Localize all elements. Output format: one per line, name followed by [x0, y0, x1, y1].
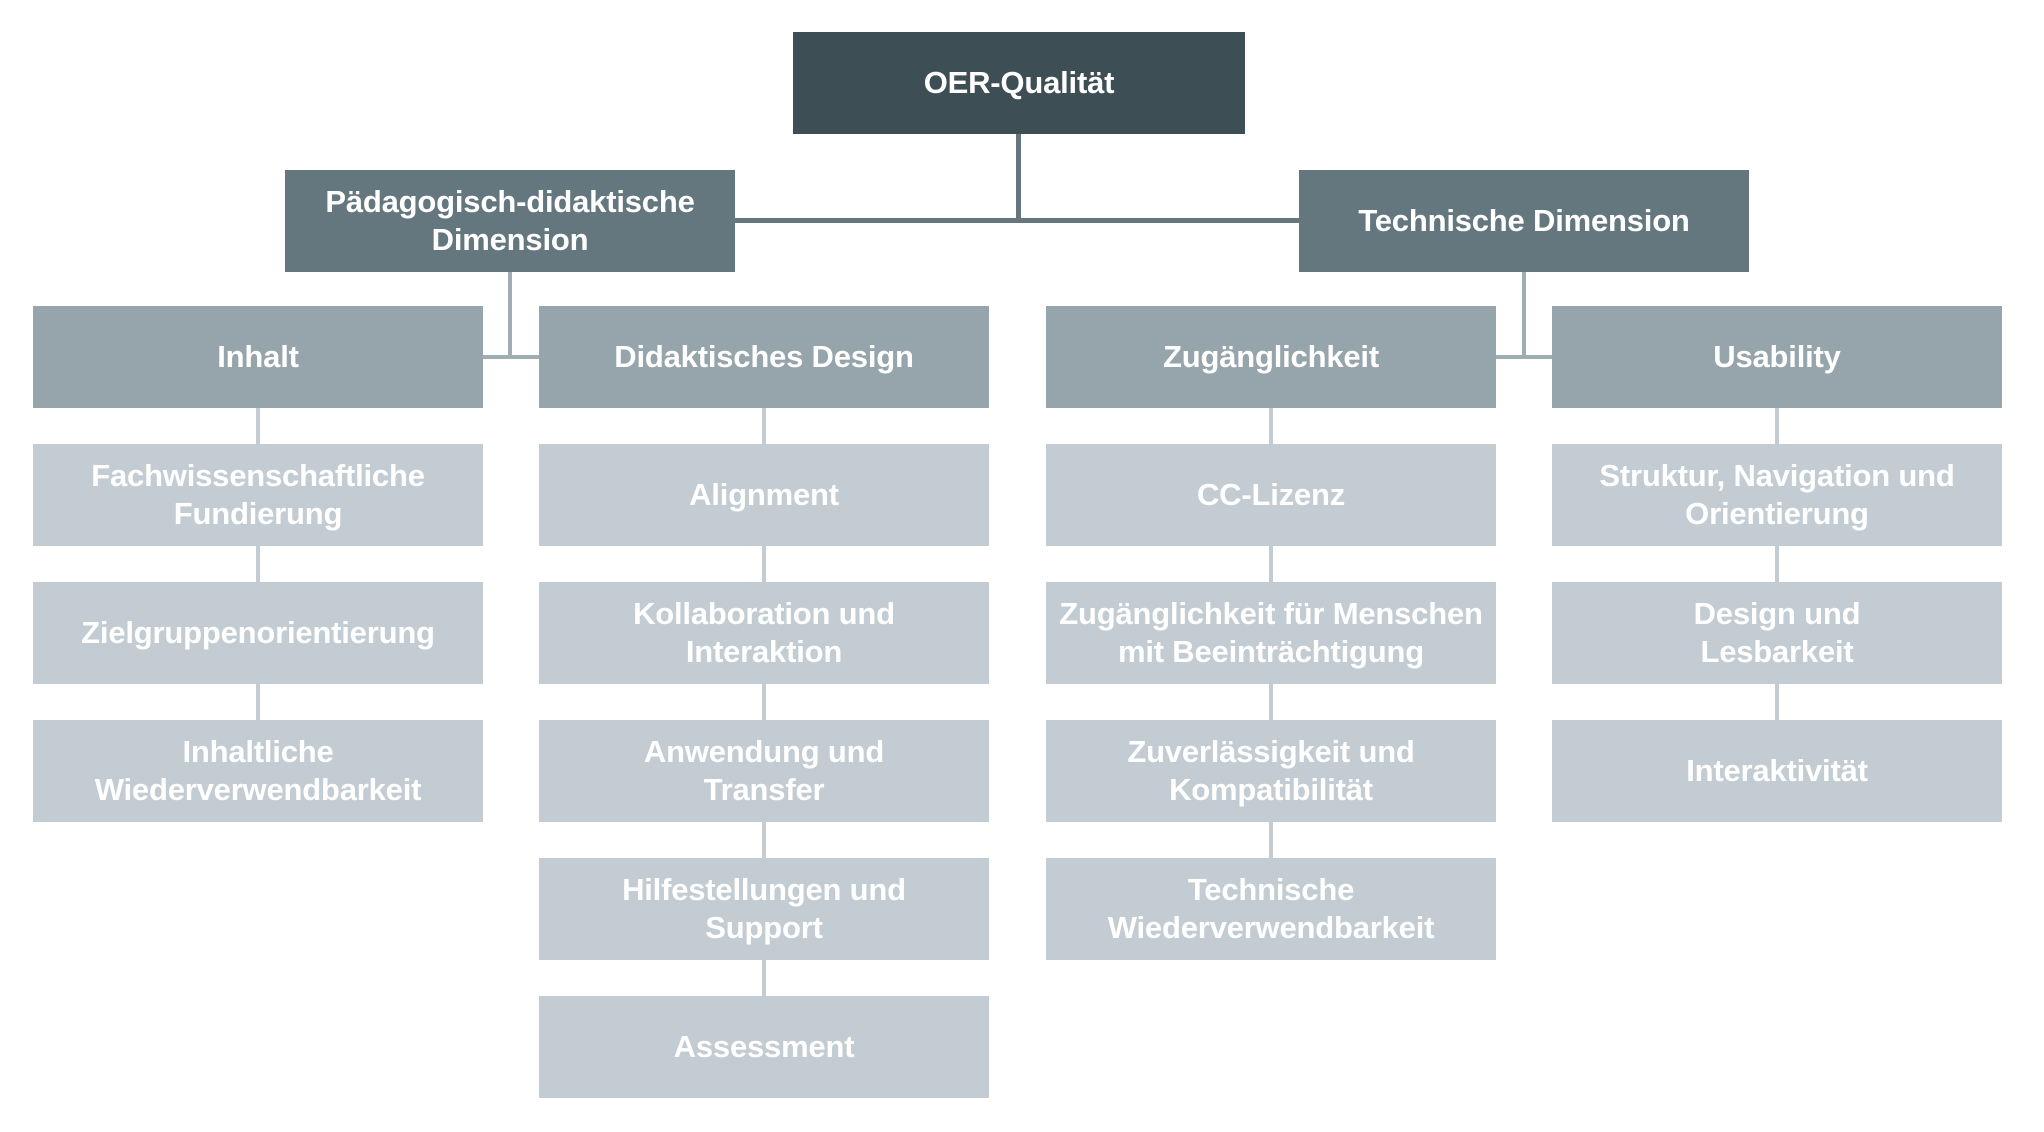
connector-dimension1-stub	[483, 355, 539, 359]
connector-dimension2-vertical	[1522, 272, 1526, 359]
box-inhalt: Inhalt	[33, 306, 483, 408]
box-anwendung-und-transfer: Anwendung und Transfer	[539, 720, 989, 822]
connector-col1-gap3	[256, 684, 260, 720]
box-didaktisches-design: Didaktisches Design	[539, 306, 989, 408]
connector-col2-gap4	[762, 822, 766, 858]
connector-col2-gap1	[762, 408, 766, 444]
connector-col4-gap1	[1775, 408, 1779, 444]
box-technische-dimension: Technische Dimension	[1299, 170, 1749, 272]
box-kollaboration-und-interaktion: Kollaboration und Interaktion	[539, 582, 989, 684]
box-zugaenglichkeit: Zugänglichkeit	[1046, 306, 1496, 408]
box-oer-qualitaet: OER-Qualität	[793, 32, 1245, 134]
connector-dimension1-vertical	[508, 272, 512, 359]
connector-col3-gap2	[1269, 546, 1273, 582]
box-cc-lizenz: CC-Lizenz	[1046, 444, 1496, 546]
box-interaktivitaet: Interaktivität	[1552, 720, 2002, 822]
connector-col4-gap3	[1775, 684, 1779, 720]
connector-col2-gap3	[762, 684, 766, 720]
box-assessment: Assessment	[539, 996, 989, 1098]
connector-root-vertical	[1016, 134, 1021, 223]
box-struktur-navigation-orientierung: Struktur, Navigation und Orientierung	[1552, 444, 2002, 546]
connector-col3-gap1	[1269, 408, 1273, 444]
box-alignment: Alignment	[539, 444, 989, 546]
box-fachwissenschaftliche-fundierung: Fachwissenschaftliche Fundierung	[33, 444, 483, 546]
box-zielgruppenorientierung: Zielgruppenorientierung	[33, 582, 483, 684]
box-paedagogisch-didaktische-dimension: Pädagogisch-didaktische Dimension	[285, 170, 735, 272]
box-technische-wiederverwendbarkeit: Technische Wiederverwendbarkeit	[1046, 858, 1496, 960]
connector-col1-gap2	[256, 546, 260, 582]
connector-root-horizontal	[735, 218, 1299, 223]
box-zugaenglichkeit-fuer-menschen: Zugänglichkeit für Menschen mit Beeinträ…	[1046, 582, 1496, 684]
connector-col2-gap2	[762, 546, 766, 582]
connector-col2-gap5	[762, 960, 766, 996]
connector-col4-gap2	[1775, 546, 1779, 582]
box-inhaltliche-wiederverwendbarkeit: Inhaltliche Wiederverwendbarkeit	[33, 720, 483, 822]
connector-dimension2-stub	[1496, 355, 1552, 359]
box-usability: Usability	[1552, 306, 2002, 408]
box-zuverlaessigkeit-und-kompatibilitaet: Zuverlässigkeit und Kompatibilität	[1046, 720, 1496, 822]
connector-col3-gap3	[1269, 684, 1273, 720]
connector-col3-gap4	[1269, 822, 1273, 858]
box-hilfestellungen-und-support: Hilfestellungen und Support	[539, 858, 989, 960]
connector-col1-gap1	[256, 408, 260, 444]
box-design-und-lesbarkeit: Design und Lesbarkeit	[1552, 582, 2002, 684]
